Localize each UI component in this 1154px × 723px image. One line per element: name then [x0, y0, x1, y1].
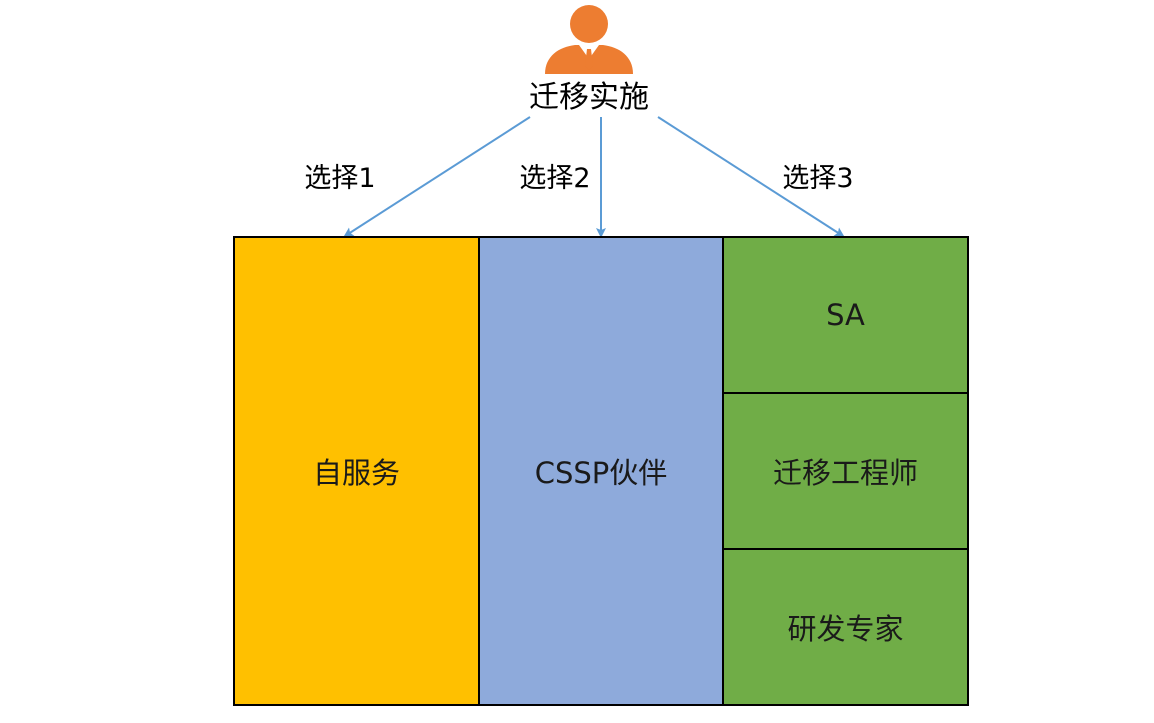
self-service-label: 自服务 [312, 456, 400, 490]
cssp-partner-label: CSSP伙伴 [534, 456, 668, 490]
choice-1-label: 选择1 [304, 163, 376, 194]
person-icon [545, 5, 633, 74]
self-service-block: 自服务 [233, 236, 480, 706]
migration-engineer-label: 迁移工程师 [772, 456, 918, 490]
choice-3-label: 选择3 [782, 163, 854, 194]
cssp-partner-block: CSSP伙伴 [478, 236, 724, 706]
migration-engineer-block: 迁移工程师 [722, 392, 969, 550]
root-label: 迁移实施 [529, 80, 649, 115]
choice-2-label: 选择2 [519, 163, 591, 194]
sa-block: SA [722, 236, 969, 394]
sa-label: SA [826, 298, 865, 332]
rd-expert-block: 研发专家 [722, 548, 969, 706]
rd-expert-label: 研发专家 [787, 612, 904, 646]
